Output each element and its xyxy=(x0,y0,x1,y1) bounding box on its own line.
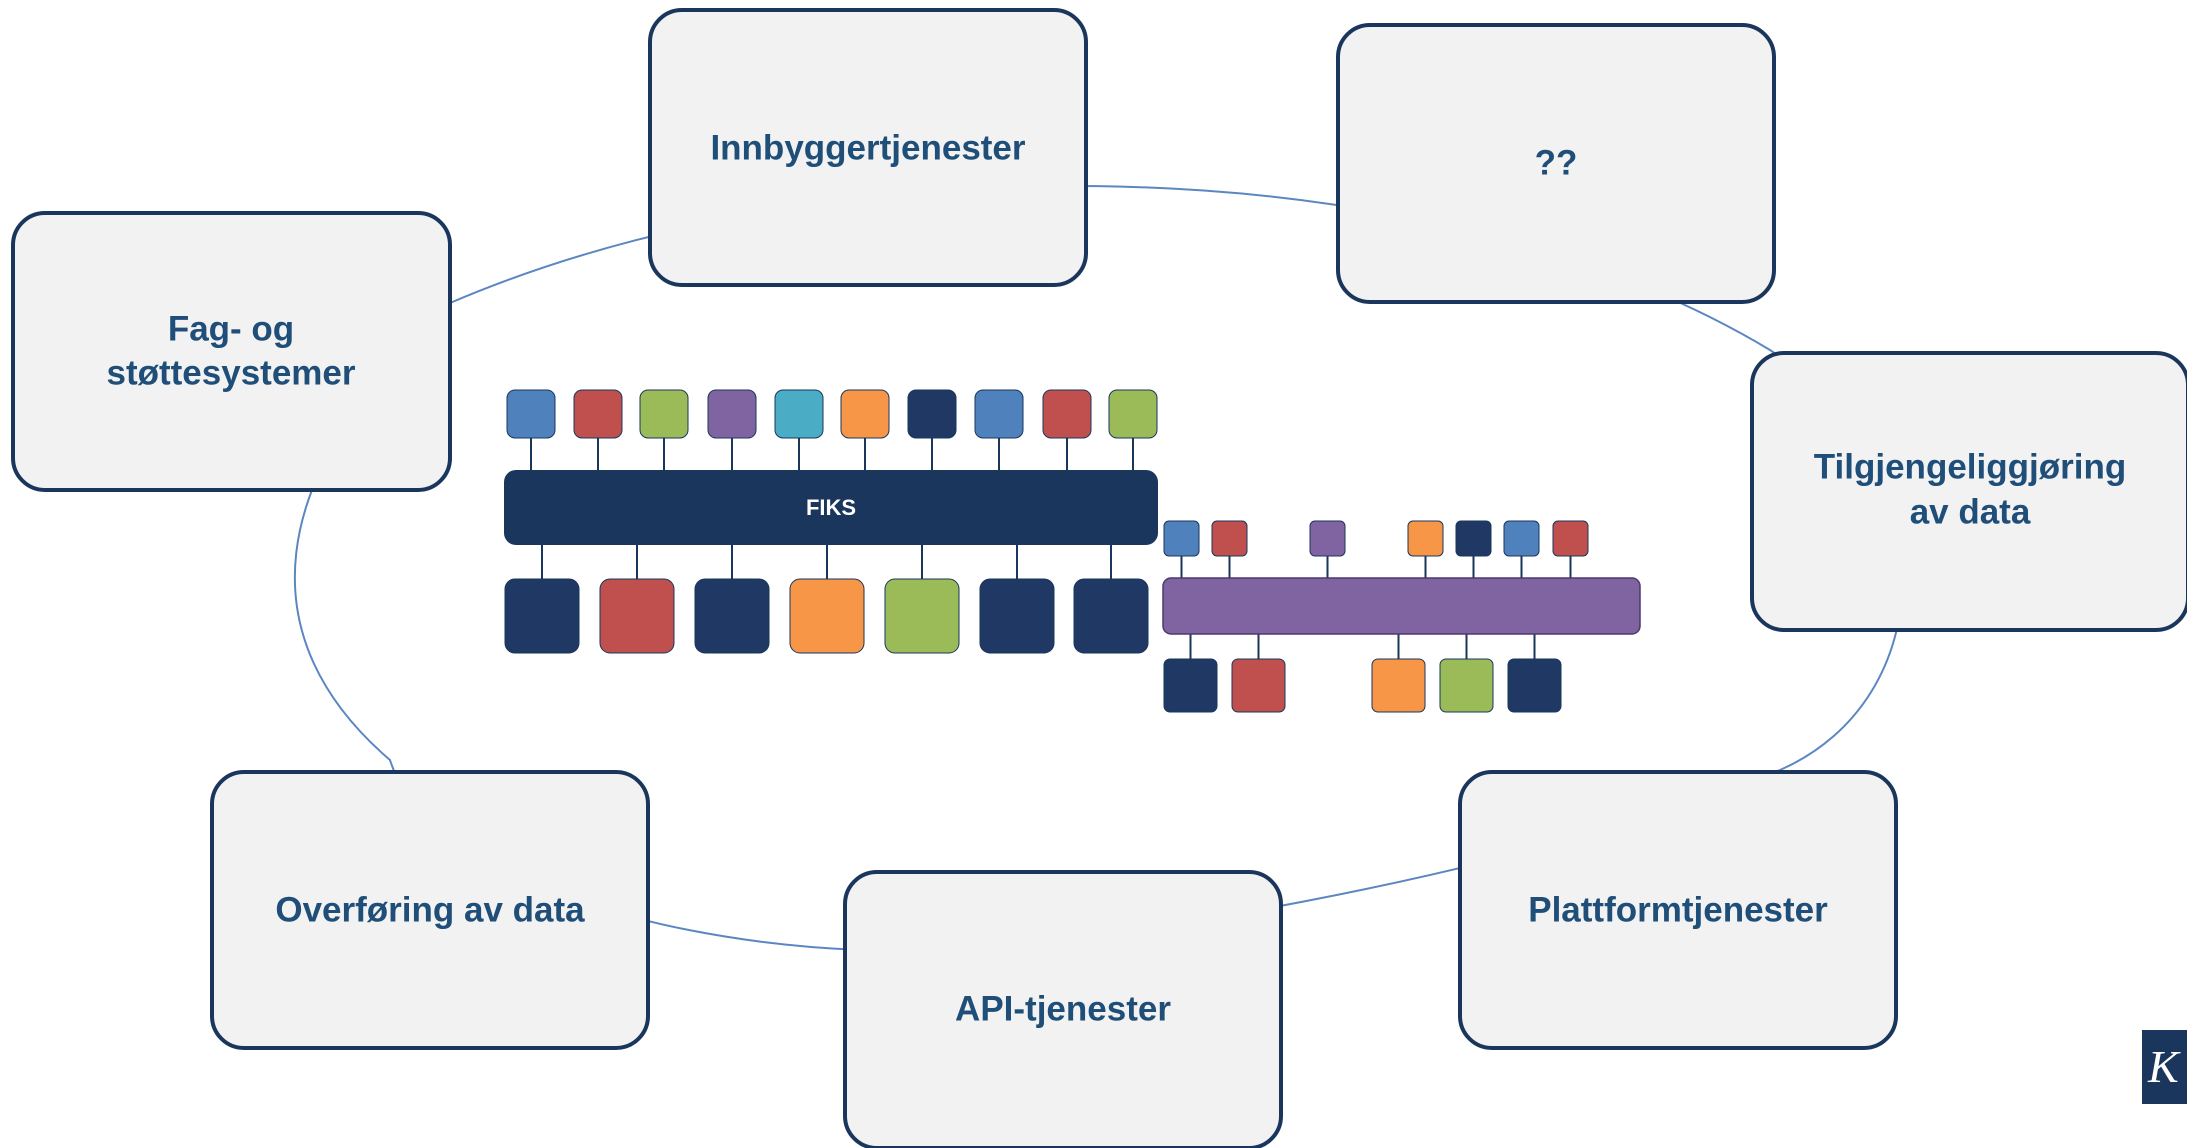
node-plattformtjenester[interactable]: Plattformtjenester xyxy=(1458,770,1898,1050)
fiks-bus xyxy=(504,470,1158,545)
node-fag-label-line2: støttesystemer xyxy=(107,353,356,392)
fiks-top-module xyxy=(1108,389,1158,439)
second-top-module xyxy=(1552,520,1589,557)
fiks-bottom-connectors xyxy=(541,543,1112,581)
fiks-bottom-module xyxy=(789,578,865,654)
second-top-modules xyxy=(1163,520,1589,557)
second-top-module xyxy=(1455,520,1492,557)
node-tilgj-label-line2: av data xyxy=(1910,492,2031,531)
fiks-top-modules xyxy=(506,389,1158,439)
fiks-bottom-modules xyxy=(504,578,1149,654)
node-unknown[interactable]: ?? xyxy=(1336,23,1776,304)
second-bottom-module xyxy=(1507,658,1562,713)
node-fag-og-stottesystemer[interactable]: Fag- og støttesystemer xyxy=(11,211,452,492)
ks-logo: K xyxy=(2142,1030,2187,1104)
second-bottom-modules xyxy=(1163,658,1562,713)
fiks-top-module xyxy=(506,389,556,439)
fiks-top-module xyxy=(573,389,623,439)
fiks-bottom-module xyxy=(979,578,1055,654)
fiks-top-module xyxy=(907,389,957,439)
node-api-label: API-tjenester xyxy=(955,989,1171,1028)
fiks-bus-group: FIKS xyxy=(504,389,1158,654)
second-top-module xyxy=(1309,520,1346,557)
fiks-top-module xyxy=(707,389,757,439)
node-tilgj-label-line1: Tilgjengeliggjøring xyxy=(1814,447,2126,486)
fiks-top-module xyxy=(1042,389,1092,439)
fiks-top-module xyxy=(974,389,1024,439)
second-top-module xyxy=(1407,520,1444,557)
fiks-top-module xyxy=(774,389,824,439)
ks-logo-text: K xyxy=(2147,1041,2181,1092)
second-top-module xyxy=(1163,520,1200,557)
second-bottom-connectors xyxy=(1189,632,1536,661)
second-bus-group xyxy=(1162,520,1641,713)
node-fag-label-line1: Fag- og xyxy=(168,309,294,348)
node-innbyggertjenester-label: Innbyggertjenester xyxy=(710,128,1025,167)
fiks-top-module xyxy=(840,389,890,439)
node-plattform-label: Plattformtjenester xyxy=(1528,890,1828,929)
fiks-bottom-module xyxy=(504,578,580,654)
node-innbyggertjenester[interactable]: Innbyggertjenester xyxy=(648,8,1088,287)
node-api-tjenester[interactable]: API-tjenester xyxy=(843,870,1283,1148)
node-overforing-av-data[interactable]: Overføring av data xyxy=(210,770,650,1050)
fiks-bottom-module xyxy=(599,578,675,654)
second-top-module xyxy=(1211,520,1248,557)
second-bottom-module xyxy=(1163,658,1218,713)
fiks-bottom-module xyxy=(694,578,770,654)
node-unknown-label: ?? xyxy=(1535,143,1578,182)
second-bottom-module xyxy=(1439,658,1494,713)
node-tilgjengeliggjoring[interactable]: Tilgjengeliggjøring av data xyxy=(1750,351,2187,632)
fiks-bottom-module xyxy=(884,578,960,654)
second-bottom-module xyxy=(1371,658,1426,713)
second-bottom-module xyxy=(1231,658,1286,713)
fiks-bus-label: FIKS xyxy=(806,495,856,520)
second-bus xyxy=(1162,577,1641,635)
fiks-top-module xyxy=(639,389,689,439)
second-top-module xyxy=(1503,520,1540,557)
fiks-bottom-module xyxy=(1073,578,1149,654)
node-overforing-label: Overføring av data xyxy=(275,890,585,929)
